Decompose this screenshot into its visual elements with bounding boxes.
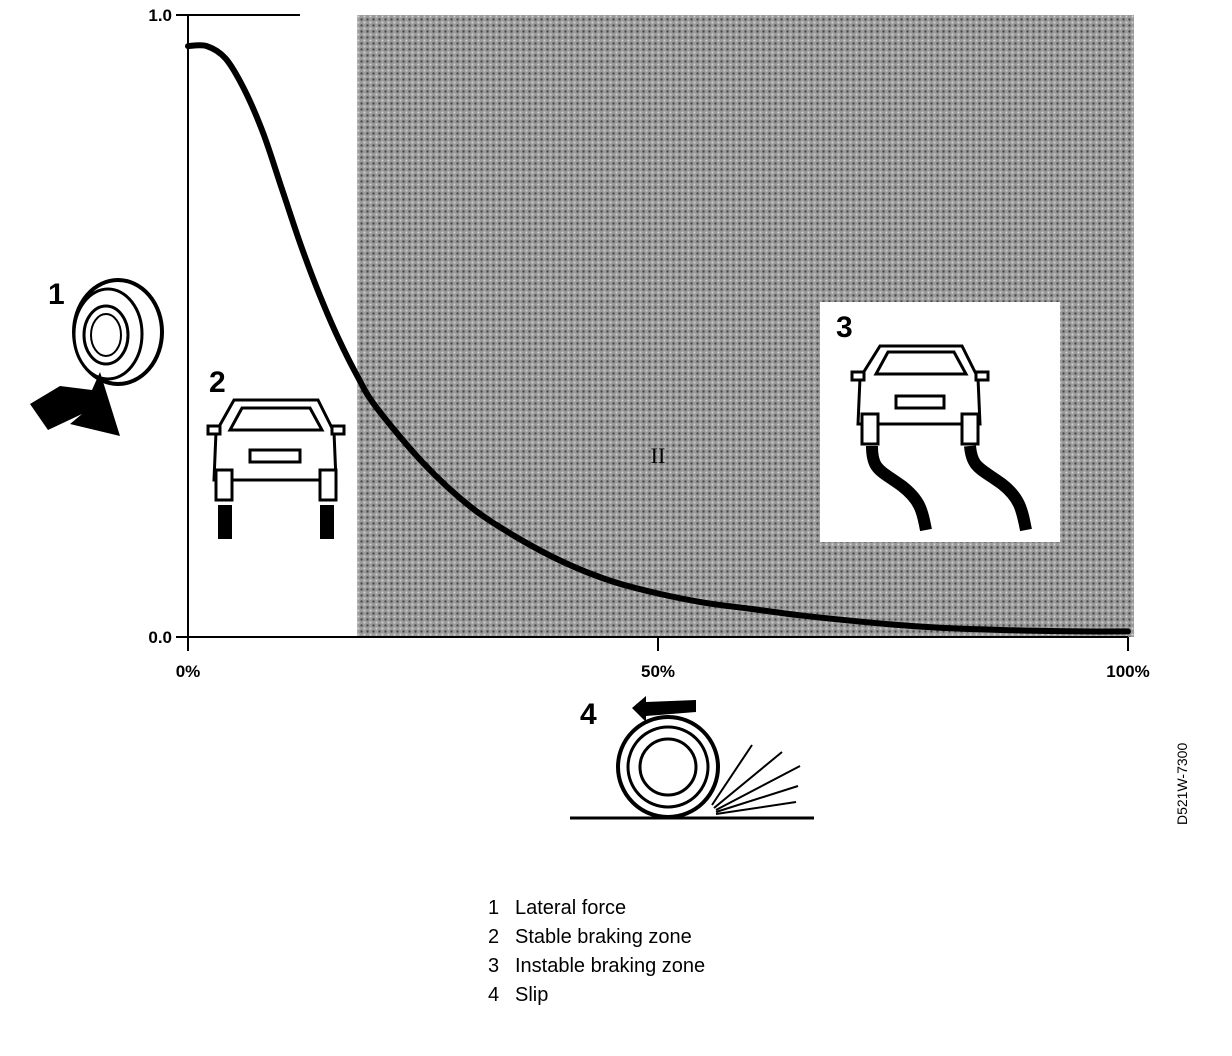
rotation-arrow-icon [632, 696, 696, 722]
lateral-force-arrow-icon [30, 372, 120, 436]
y-tick-label: 0.0 [148, 628, 172, 647]
x-tick-label: 0% [176, 662, 201, 681]
zone-label: II [651, 443, 666, 468]
callout-2: 2 [209, 366, 226, 399]
lateral-force-curve [185, 42, 1131, 635]
x-tick-label: 50% [641, 662, 675, 681]
figure-code: D521W-7300 [1174, 742, 1190, 825]
slipping-tire-icon [570, 715, 814, 820]
tire-lateral-icon [72, 278, 164, 386]
callout-4: 4 [580, 698, 597, 731]
y-tick-label: 1.0 [148, 6, 172, 25]
car-instable-icon [850, 344, 1032, 532]
x-tick-label: 100% [1106, 662, 1149, 681]
callout-3: 3 [836, 311, 853, 344]
callout-1: 1 [48, 278, 65, 311]
car-stable-icon [206, 398, 346, 539]
